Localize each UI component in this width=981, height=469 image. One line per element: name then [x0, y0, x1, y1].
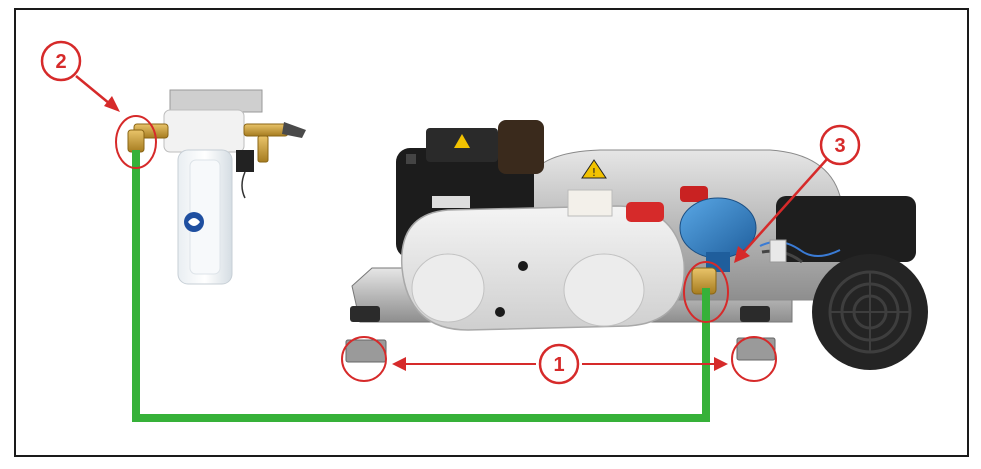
machine-foot-right: [740, 306, 770, 322]
water-filter: [127, 89, 306, 285]
highlight-foot-right: [731, 336, 777, 382]
highlight-inlet-fitting: [115, 115, 157, 169]
highlight-machine-inlet: [683, 261, 729, 323]
svg-text:1: 1: [553, 354, 564, 376]
control-label: [567, 189, 613, 217]
callout-highlights: [115, 115, 777, 382]
filter-bracket: [169, 89, 263, 113]
motor-rear-cap: [498, 120, 544, 174]
machine-foot-left: [350, 306, 380, 322]
pulley-cover-left: [411, 253, 485, 323]
callout-1: 1: [538, 343, 580, 385]
callout-3: 3: [819, 124, 861, 166]
filter-valve-handle: [282, 122, 306, 138]
callout-3-arrow: [734, 157, 829, 263]
filter-outlet-fitting: [243, 123, 289, 137]
aux-motor-box: [776, 196, 916, 262]
warning-icon: !: [581, 159, 607, 179]
svg-text:!: !: [592, 166, 596, 179]
red-cap-right: [680, 186, 708, 202]
filter-logo-icon: [184, 212, 204, 232]
filter-sensor: [236, 150, 254, 172]
red-cap-left: [626, 202, 664, 222]
filter-head: [163, 109, 245, 153]
motor-fan-grille: [828, 270, 912, 354]
mounting-plate-left: [345, 339, 387, 363]
pump-machine: !: [345, 120, 928, 370]
callout-2: 2: [40, 40, 82, 82]
water-supply-line: [132, 150, 710, 422]
svg-text:3: 3: [834, 135, 845, 157]
motor-label: [432, 196, 470, 208]
highlight-foot-left: [341, 336, 387, 382]
callout-1-arrow: [392, 357, 728, 371]
accumulator-tank: [679, 197, 757, 259]
svg-text:2: 2: [55, 51, 66, 73]
mounting-plate-right: [736, 337, 776, 361]
callout-2-arrow: [75, 75, 120, 112]
pulley-cover-right: [563, 253, 645, 327]
